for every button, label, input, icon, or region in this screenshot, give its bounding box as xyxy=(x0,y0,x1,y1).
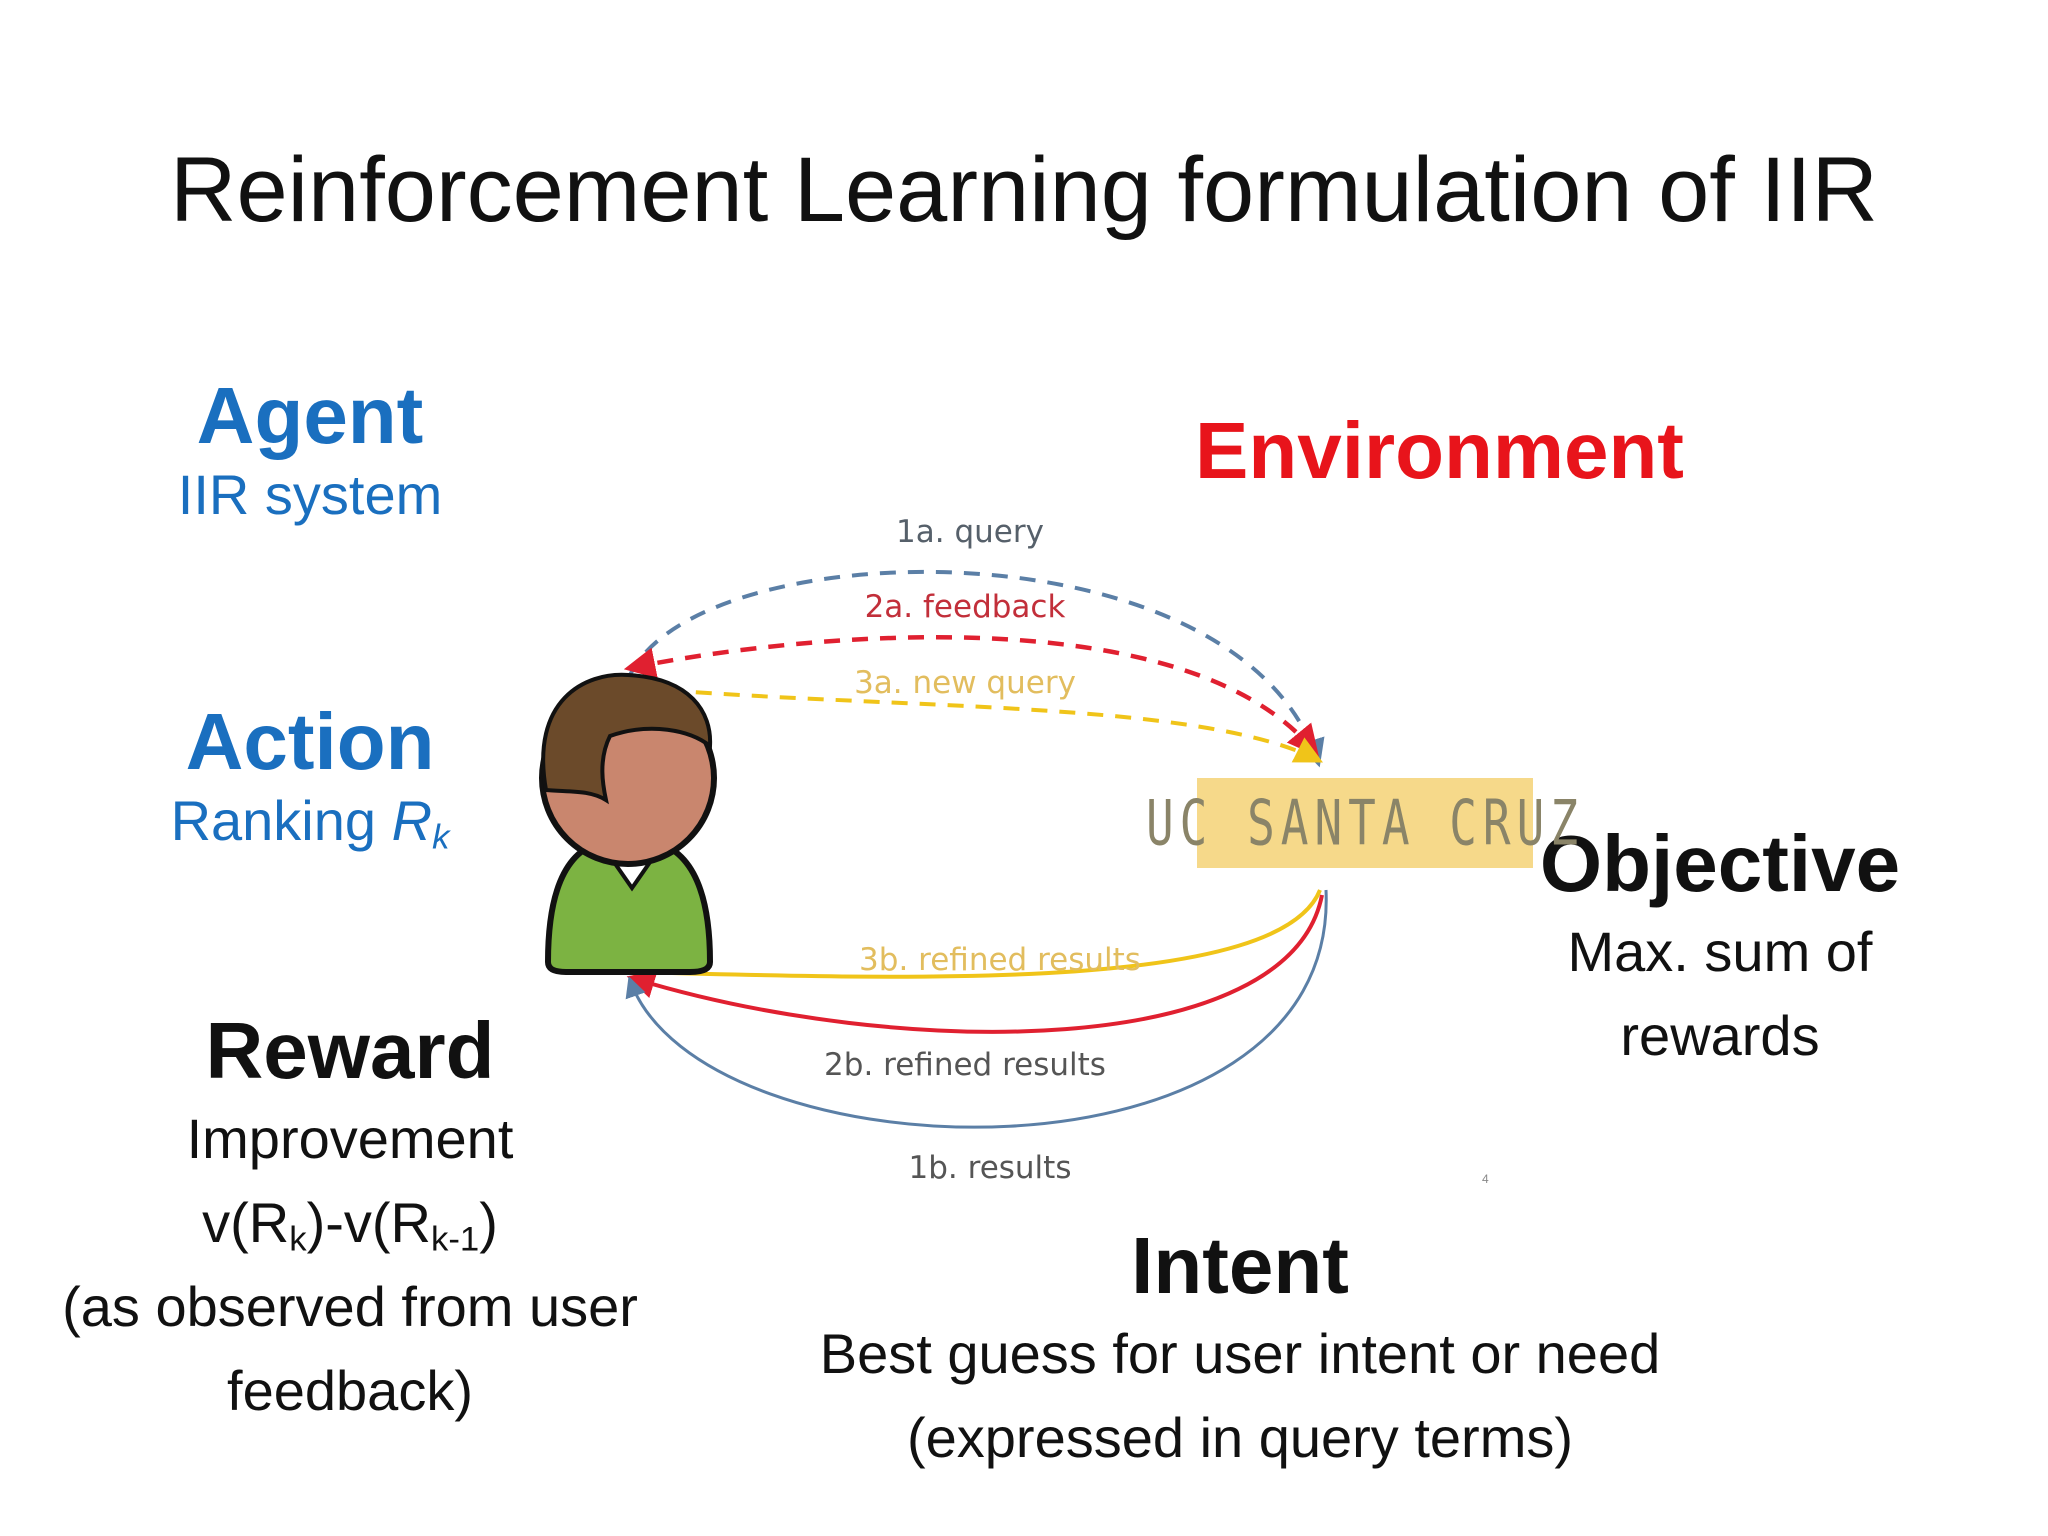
agent-block: Agent IIR system xyxy=(100,370,520,527)
objective-heading: Objective xyxy=(1539,819,1901,908)
intent-line-1: Best guess for user intent or need xyxy=(819,1322,1661,1385)
label-1a-query: 1a. query xyxy=(896,514,1044,550)
label-3b-refined-results: 3b. refined results xyxy=(859,942,1141,978)
ucsc-logo: UC SANTA CRUZ xyxy=(1146,778,1578,868)
objective-line-1: Max. sum of xyxy=(1567,920,1873,983)
reward-formula: v(Rk)-v(Rk-1) xyxy=(20,1181,680,1265)
reward-line-4: feedback) xyxy=(227,1359,473,1422)
action-text: Ranking Rk xyxy=(100,788,520,855)
agent-heading: Agent xyxy=(196,371,424,460)
formula-part-c: ) xyxy=(479,1191,498,1254)
action-variable: R xyxy=(391,789,433,852)
ucsc-logo-text: UC SANTA CRUZ xyxy=(1145,786,1585,860)
action-heading: Action xyxy=(185,697,435,786)
intent-line-2: (expressed in query terms) xyxy=(906,1406,1573,1469)
arrow-1b-results xyxy=(625,889,1328,1129)
user-avatar-icon xyxy=(539,672,717,975)
intent-block: Intent Best guess for user intent or nee… xyxy=(700,1220,1780,1480)
formula-part-b: )-v(R xyxy=(306,1191,431,1254)
formula-sub-a: k xyxy=(289,1220,307,1259)
label-3a-new-query: 3a. new query xyxy=(854,665,1076,701)
intent-heading: Intent xyxy=(1131,1221,1349,1310)
arrow-2b-refined-results xyxy=(626,894,1324,1034)
agent-text: IIR system xyxy=(177,463,443,526)
arrow-2a-feedback xyxy=(623,634,1320,757)
action-block: Action Ranking Rk xyxy=(100,696,520,855)
reward-heading: Reward xyxy=(205,1006,495,1095)
environment-heading: Environment xyxy=(1195,406,1684,495)
objective-line-2: rewards xyxy=(1620,1004,1820,1067)
reward-line-1: Improvement xyxy=(186,1107,514,1170)
slide-page-number: 4 xyxy=(1482,1172,1489,1186)
reward-block: Reward Improvement v(Rk)-v(Rk-1) (as obs… xyxy=(20,1005,680,1433)
formula-part-a: v(R xyxy=(202,1191,290,1254)
label-2a-feedback: 2a. feedback xyxy=(865,589,1066,625)
action-text-prefix: Ranking xyxy=(170,789,392,852)
arrow-3b-refined-results xyxy=(626,889,1322,987)
arrow-3a-new-query xyxy=(639,686,1323,763)
objective-block: Objective Max. sum of rewards xyxy=(1520,818,1920,1078)
label-1b-results: 1b. results xyxy=(909,1150,1072,1186)
reward-line-3: (as observed from user xyxy=(62,1275,638,1338)
label-2b-refined-results: 2b. refined results xyxy=(824,1047,1106,1083)
slide-title: Reinforcement Learning formulation of II… xyxy=(170,139,1878,241)
formula-sub-b: k-1 xyxy=(430,1220,480,1259)
action-variable-subscript: k xyxy=(432,818,450,857)
